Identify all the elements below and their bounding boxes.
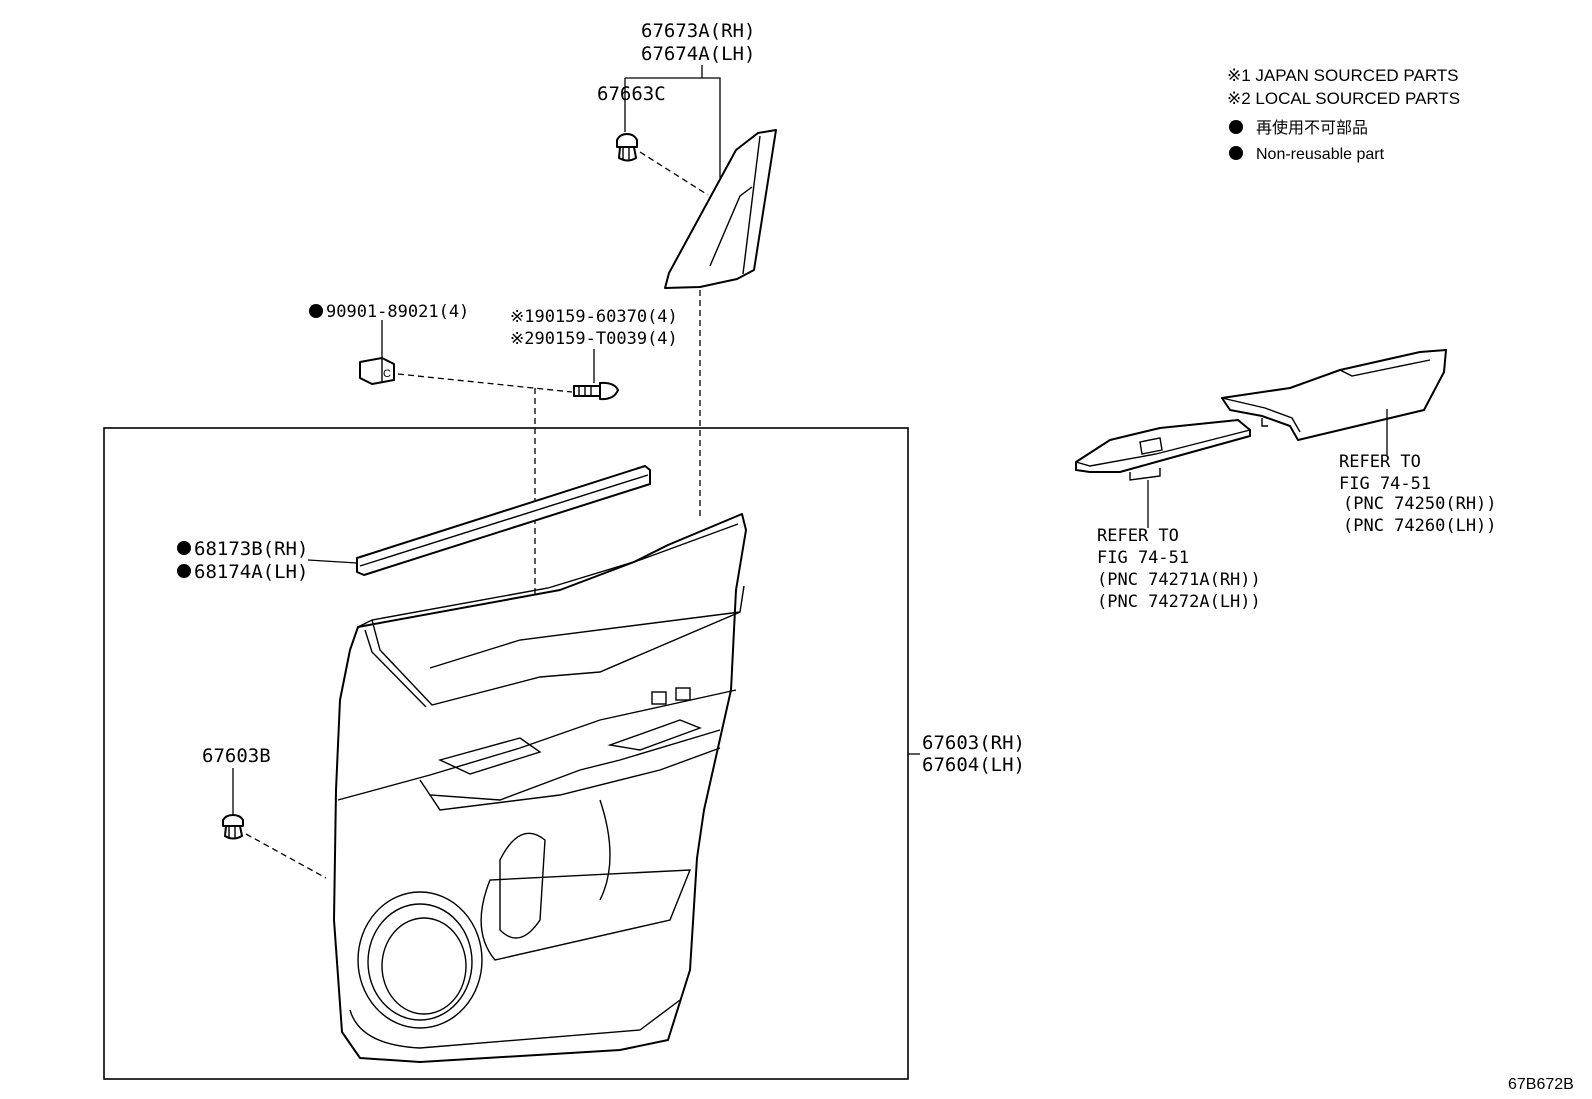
screw-icon: [573, 381, 619, 401]
callout-67663c: 67663C: [597, 83, 666, 105]
switch-base-panel: [1075, 419, 1251, 481]
refer-fig-74271a: REFER TO FIG 74-51 (PNC 74271A(RH)) (PNC…: [1097, 526, 1261, 612]
legend-japan-sourced: ※1 JAPAN SOURCED PARTS: [1227, 66, 1459, 85]
dashed-guide: [245, 833, 327, 879]
non-reusable-dot-icon: [1229, 120, 1243, 134]
callout-290159: ※290159-T0039(4): [510, 329, 678, 349]
clip-icon: C: [359, 357, 395, 385]
callout-67673a: 67673A(RH): [641, 20, 755, 42]
refer-right-line4: (PNC 74260(LH)): [1343, 516, 1497, 536]
non-reusable-dot-icon: [1229, 146, 1243, 160]
refer-left-line4: (PNC 74272A(LH)): [1097, 592, 1261, 612]
callout-67603b-group: 67603B: [202, 745, 271, 815]
mirror-corner-garnish: [664, 129, 777, 289]
legend-nonreusable-en: Non-reusable part: [1256, 146, 1385, 163]
callout-67604: 67604(LH): [922, 754, 1025, 776]
leader-line: [624, 65, 721, 178]
callout-90901: 90901-89021(4): [326, 302, 469, 322]
refer-right-line3: (PNC 74250(RH)): [1343, 494, 1497, 514]
refer-left-line1: REFER TO: [1097, 526, 1179, 546]
callout-190159: ※190159-60370(4): [510, 307, 678, 327]
refer-right-line1: REFER TO: [1339, 452, 1421, 472]
callout-68173b-group: 68173B(RH) 68174A(LH): [177, 538, 358, 583]
non-reusable-dot-icon: [309, 304, 323, 318]
door-belt-weatherstrip: [356, 465, 651, 576]
callout-67674a: 67674A(LH): [641, 43, 755, 65]
door-trim-panel: [333, 513, 747, 1063]
refer-left-line3: (PNC 74271A(RH)): [1097, 570, 1261, 590]
callout-190159-group: ※190159-60370(4) ※290159-T0039(4): [510, 307, 678, 383]
retainer-icon: [616, 133, 638, 162]
legend: ※1 JAPAN SOURCED PARTS ※2 LOCAL SOURCED …: [1227, 66, 1460, 163]
callout-68174a: 68174A(LH): [194, 561, 308, 583]
legend-nonreusable-jp: 再使用不可部品: [1256, 119, 1368, 137]
non-reusable-dot-icon: [177, 564, 191, 578]
refer-left-line2: FIG 74-51: [1097, 548, 1189, 568]
refer-fig-74250: REFER TO FIG 74-51 (PNC 74250(RH)) (PNC …: [1339, 452, 1497, 536]
callout-67603: 67603(RH): [922, 732, 1025, 754]
dashed-guide: [639, 151, 709, 196]
non-reusable-dot-icon: [177, 541, 191, 555]
armrest-upper-panel: [1221, 349, 1447, 441]
callout-67603-group: 67603(RH) 67604(LH): [908, 732, 1025, 776]
refer-right-line2: FIG 74-51: [1339, 474, 1431, 494]
dashed-guide: [397, 373, 573, 393]
diagram-code: 67B672B: [1508, 1076, 1574, 1093]
callout-67673a-group: 67673A(RH) 67674A(LH) 67663C: [597, 20, 755, 178]
legend-local-sourced: ※2 LOCAL SOURCED PARTS: [1227, 89, 1460, 108]
callout-90901-group: 90901-89021(4): [309, 302, 469, 358]
callout-67603b: 67603B: [202, 745, 271, 767]
callout-68173b: 68173B(RH): [194, 538, 308, 560]
retainer-icon: [222, 814, 244, 840]
svg-text:C: C: [383, 368, 391, 380]
